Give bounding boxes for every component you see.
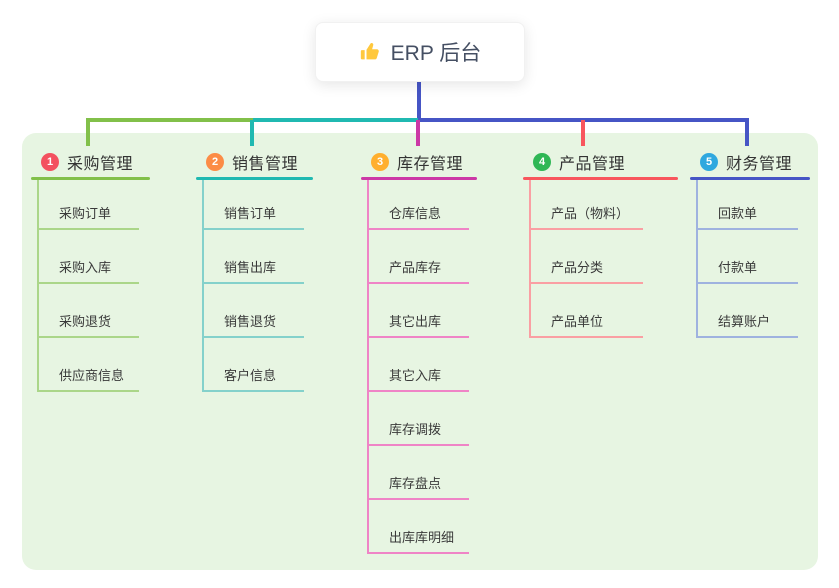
branch-title: 财务管理 [726, 155, 793, 173]
branch-drop-finance [745, 120, 749, 146]
child-label: 仓库信息 [389, 206, 442, 221]
branch-children: 仓库信息 产品库存 其它出库 其它入库 库存调拨 库存盘点 出库库明细 [367, 180, 477, 554]
child-node[interactable]: 采购订单 [39, 180, 139, 230]
branch-underline [31, 177, 150, 180]
child-label: 回款单 [718, 206, 758, 221]
child-node[interactable]: 产品（物料） [531, 180, 643, 230]
child-node[interactable]: 结算账户 [698, 284, 798, 338]
child-node[interactable]: 其它出库 [369, 284, 469, 338]
child-node[interactable]: 产品分类 [531, 230, 643, 284]
branch-header-finance[interactable]: 5 财务管理 [690, 146, 810, 177]
branch-children: 回款单 付款单 结算账户 [696, 180, 810, 338]
branch-inventory: 3 库存管理 仓库信息 产品库存 其它出库 其它入库 库存调拨 库存盘点 出库库… [361, 146, 477, 554]
branch-drop-sales [250, 120, 254, 146]
branch-children: 采购订单 采购入库 采购退货 供应商信息 [37, 180, 150, 392]
branch-procurement: 1 采购管理 采购订单 采购入库 采购退货 供应商信息 [31, 146, 150, 392]
child-node[interactable]: 销售订单 [204, 180, 304, 230]
branch-children: 产品（物料） 产品分类 产品单位 [529, 180, 678, 338]
child-node[interactable]: 仓库信息 [369, 180, 469, 230]
connector-segment-sales [253, 118, 418, 122]
branch-title: 采购管理 [67, 155, 134, 173]
branch-number-badge: 5 [700, 152, 718, 171]
mindmap-background-panel [22, 133, 818, 570]
branch-number-badge: 2 [206, 152, 224, 171]
branch-title: 库存管理 [397, 155, 464, 173]
child-label: 采购入库 [59, 260, 112, 275]
child-node[interactable]: 回款单 [698, 180, 798, 230]
child-label: 其它入库 [389, 368, 442, 383]
branch-drop-inventory [416, 120, 420, 146]
child-node[interactable]: 付款单 [698, 230, 798, 284]
child-label: 采购退货 [59, 314, 112, 329]
branch-product: 4 产品管理 产品（物料） 产品分类 产品单位 [523, 146, 678, 338]
child-node[interactable]: 库存盘点 [369, 446, 469, 500]
child-label: 产品分类 [551, 260, 604, 275]
branch-header-product[interactable]: 4 产品管理 [523, 146, 678, 177]
child-label: 产品（物料） [551, 206, 630, 221]
child-label: 库存盘点 [389, 476, 442, 491]
child-label: 供应商信息 [59, 368, 125, 383]
child-node[interactable]: 出库库明细 [369, 500, 469, 554]
child-label: 采购订单 [59, 206, 112, 221]
child-label: 出库库明细 [389, 530, 455, 545]
branch-title: 销售管理 [232, 155, 299, 173]
child-node[interactable]: 产品库存 [369, 230, 469, 284]
child-label: 其它出库 [389, 314, 442, 329]
child-label: 付款单 [718, 260, 758, 275]
root-node[interactable]: ERP 后台 [315, 22, 525, 82]
branch-underline [361, 177, 477, 180]
branch-header-inventory[interactable]: 3 库存管理 [361, 146, 477, 177]
child-node[interactable]: 其它入库 [369, 338, 469, 392]
child-node[interactable]: 库存调拨 [369, 392, 469, 446]
branch-children: 销售订单 销售出库 销售退货 客户信息 [202, 180, 313, 392]
child-label: 产品单位 [551, 314, 604, 329]
child-label: 销售出库 [224, 260, 277, 275]
branch-drop-product [581, 120, 585, 146]
child-label: 产品库存 [389, 260, 442, 275]
branch-number-badge: 3 [371, 152, 389, 171]
branch-number-badge: 4 [533, 152, 551, 171]
branch-drop-procurement [86, 120, 90, 146]
child-node[interactable]: 客户信息 [204, 338, 304, 392]
branch-header-procurement[interactable]: 1 采购管理 [31, 146, 150, 177]
branch-number-badge: 1 [41, 152, 59, 171]
root-connector-line [417, 81, 421, 120]
branch-header-sales[interactable]: 2 销售管理 [196, 146, 313, 177]
branch-underline [690, 177, 810, 180]
branch-underline [196, 177, 313, 180]
branch-title: 产品管理 [559, 155, 626, 173]
root-title: ERP 后台 [390, 42, 482, 65]
connector-segment-procurement [86, 118, 253, 122]
branch-underline [523, 177, 678, 180]
branch-finance: 5 财务管理 回款单 付款单 结算账户 [690, 146, 810, 338]
branch-sales: 2 销售管理 销售订单 销售出库 销售退货 客户信息 [196, 146, 313, 392]
child-label: 销售订单 [224, 206, 277, 221]
child-node[interactable]: 采购入库 [39, 230, 139, 284]
child-label: 销售退货 [224, 314, 277, 329]
thumbs-up-icon [360, 43, 379, 60]
child-node[interactable]: 采购退货 [39, 284, 139, 338]
child-node[interactable]: 销售出库 [204, 230, 304, 284]
child-node[interactable]: 供应商信息 [39, 338, 139, 392]
child-node[interactable]: 销售退货 [204, 284, 304, 338]
child-label: 结算账户 [718, 314, 771, 329]
child-label: 库存调拨 [389, 422, 442, 437]
child-node[interactable]: 产品单位 [531, 284, 643, 338]
child-label: 客户信息 [224, 368, 277, 383]
